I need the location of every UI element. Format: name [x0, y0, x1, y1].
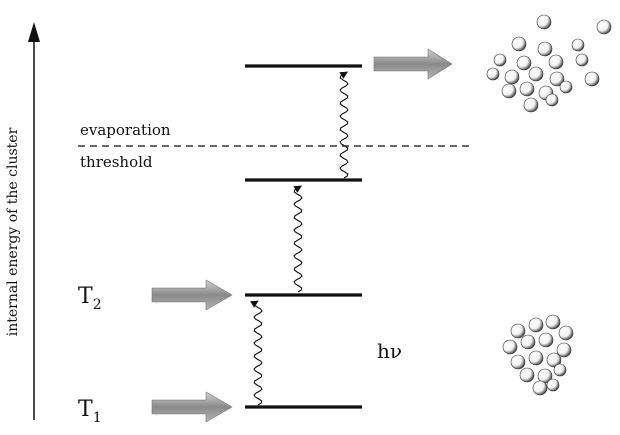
cluster-sphere [537, 41, 553, 57]
cluster-sphere [528, 66, 544, 82]
temperature-t2-subscript: 2 [93, 297, 102, 313]
cluster-sphere [516, 55, 532, 71]
cluster-sphere [556, 342, 572, 358]
cluster-sphere [510, 323, 526, 339]
cluster-sphere [596, 19, 612, 35]
cluster-sphere [584, 71, 600, 87]
temperature-label-t1: T1 [78, 397, 102, 426]
temperature-t1-subscript: 1 [93, 410, 102, 426]
cluster-sphere [519, 367, 535, 383]
photon-excitation-arrow-2 [293, 185, 303, 293]
threshold-label-evaporation: evaporation [80, 121, 171, 139]
cluster-sphere [559, 80, 573, 94]
fat-arrow-t1 [151, 391, 233, 423]
energy-axis-label: internal energy of the cluster [5, 127, 21, 336]
cluster-sphere [523, 97, 539, 113]
cluster-sphere [549, 71, 565, 87]
cluster-sphere [511, 36, 527, 52]
cluster-sphere [553, 363, 567, 377]
photon-excitation-arrow-1 [250, 300, 263, 406]
threshold-label-threshold: threshold [80, 153, 153, 171]
cluster-sphere [571, 38, 585, 52]
cluster-sphere [528, 317, 544, 333]
cluster-sphere [546, 378, 560, 392]
fat-arrow-evaporation [373, 48, 453, 80]
photon-label: hν [377, 339, 402, 363]
evaporating-cluster [486, 14, 612, 113]
cluster-sphere [536, 14, 552, 30]
cluster-sphere [558, 325, 574, 341]
cluster-sphere [545, 314, 561, 330]
cluster-sphere [528, 350, 544, 366]
cluster-sphere [493, 53, 507, 67]
temperature-label-t2: T2 [78, 284, 102, 313]
photon-excitation-arrow-3 [339, 71, 349, 179]
cluster-sphere [504, 69, 520, 85]
cluster-sphere [486, 67, 500, 81]
cluster-sphere [510, 354, 526, 370]
cluster-sphere [538, 332, 554, 348]
temperature-t1-main: T [78, 397, 93, 422]
fat-arrow-t2 [151, 279, 233, 311]
cluster-sphere [575, 53, 589, 67]
energy-axis [28, 22, 40, 420]
cluster-sphere [546, 352, 562, 368]
cluster-sphere [502, 339, 518, 355]
cluster-sphere [532, 380, 548, 396]
cluster-sphere [520, 334, 536, 350]
intact-cluster [502, 314, 574, 396]
temperature-t2-main: T [78, 284, 93, 309]
cluster-sphere [545, 93, 559, 107]
cluster-sphere [548, 54, 564, 70]
energy-axis-arrowhead [28, 22, 40, 42]
cluster-sphere [501, 83, 517, 99]
cluster-sphere [519, 81, 535, 97]
